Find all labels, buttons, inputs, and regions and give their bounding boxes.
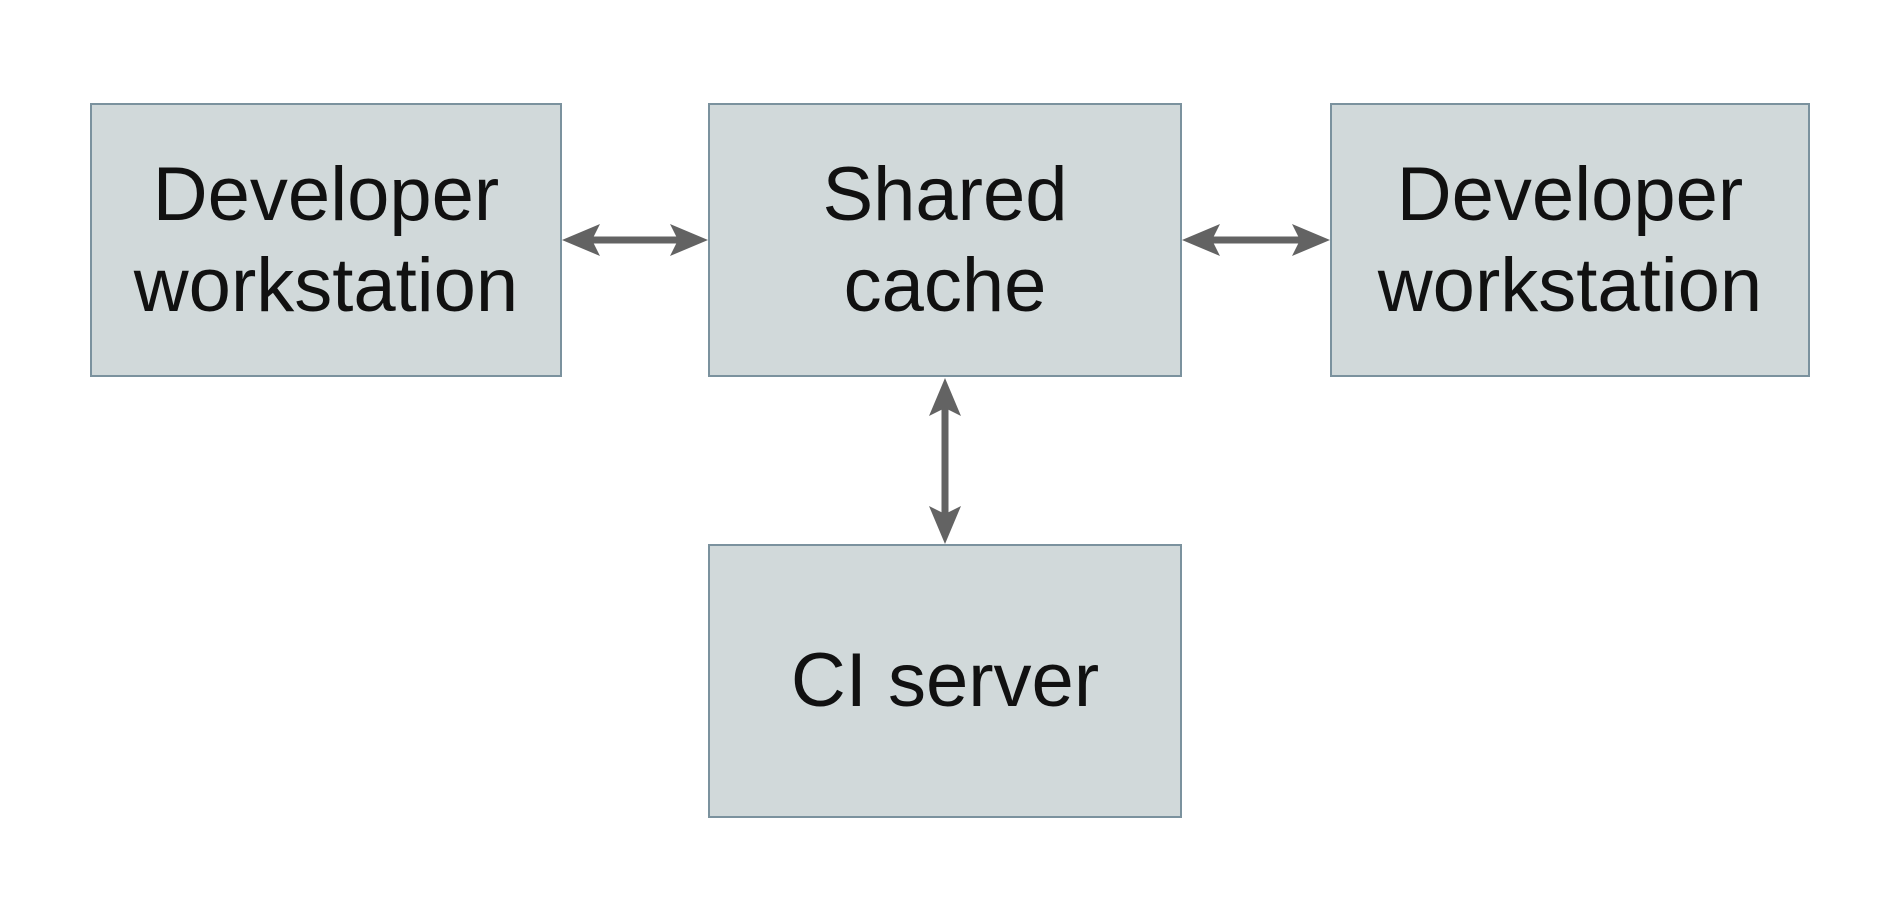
- node-label: CI server: [790, 638, 1100, 724]
- bidirectional-arrow-shared-cache-right-workstation: [1182, 224, 1330, 256]
- node-label: Developer workstation: [1377, 151, 1763, 328]
- arrowhead-left-icon: [1182, 224, 1220, 256]
- node-label: Shared cache: [822, 151, 1068, 328]
- bidirectional-arrow-shared-cache-ci-server: [929, 378, 961, 544]
- arrowhead-up-icon: [929, 378, 961, 416]
- node-ci-server: CI server: [708, 544, 1182, 818]
- arrowhead-left-icon: [562, 224, 600, 256]
- bidirectional-arrow-left-workstation-shared-cache: [562, 224, 708, 256]
- arrowhead-right-icon: [670, 224, 708, 256]
- arrowhead-right-icon: [1292, 224, 1330, 256]
- node-label: Developer workstation: [133, 151, 519, 328]
- node-developer-workstation-right: Developer workstation: [1330, 103, 1810, 377]
- node-developer-workstation-left: Developer workstation: [90, 103, 562, 377]
- arrowhead-down-icon: [929, 506, 961, 544]
- node-shared-cache: Shared cache: [708, 103, 1182, 377]
